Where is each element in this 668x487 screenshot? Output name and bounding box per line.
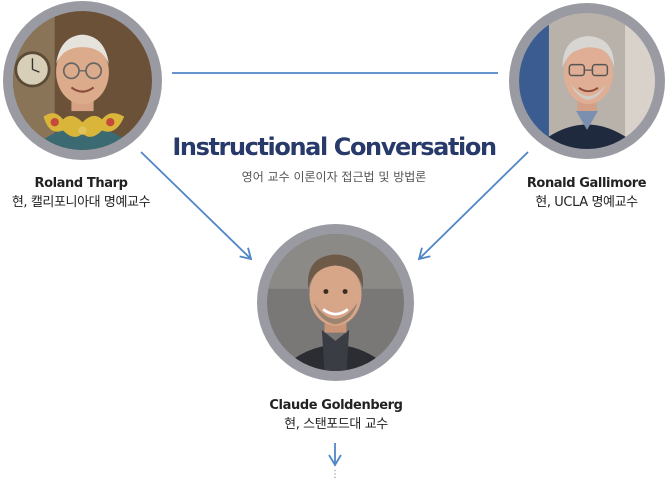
portrait-ronald-gallimore: [509, 3, 665, 159]
person-role: 현, UCLA 명예교수: [535, 195, 638, 210]
caption-ronald-gallimore: Ronald Gallimore 현, UCLA 명예교수: [505, 175, 668, 213]
portrait-roland-tharp: [3, 1, 162, 160]
person-name: Ronald Gallimore: [526, 176, 647, 191]
photo-roland-tharp: [13, 11, 152, 150]
person-name: Claude Goldenberg: [269, 398, 403, 413]
photo-ronald-gallimore: [519, 13, 655, 149]
caption-claude-goldenberg: Claude Goldenberg 현, 스탠포드대 교수: [236, 397, 436, 435]
portrait-claude-goldenberg: [257, 224, 414, 381]
diagram-subtitle: 영어 교수 이론이자 접근법 및 방법론: [241, 170, 427, 184]
person-name: Roland Tharp: [34, 176, 128, 191]
arrow-gallimore-to-goldenberg: [417, 151, 529, 261]
photo-claude-goldenberg: [267, 234, 404, 371]
continuation-ellipsis: ⋮: [330, 469, 340, 480]
caption-roland-tharp: Roland Tharp 현, 캘리포니아대 명예교수: [0, 175, 162, 213]
person-role: 현, 스탠포드대 교수: [284, 417, 388, 432]
arrow-tharp-to-goldenberg: [140, 151, 253, 261]
person-role: 현, 캘리포니아대 명예교수: [11, 195, 151, 210]
diagram-title: Instructional Conversation: [172, 133, 497, 161]
